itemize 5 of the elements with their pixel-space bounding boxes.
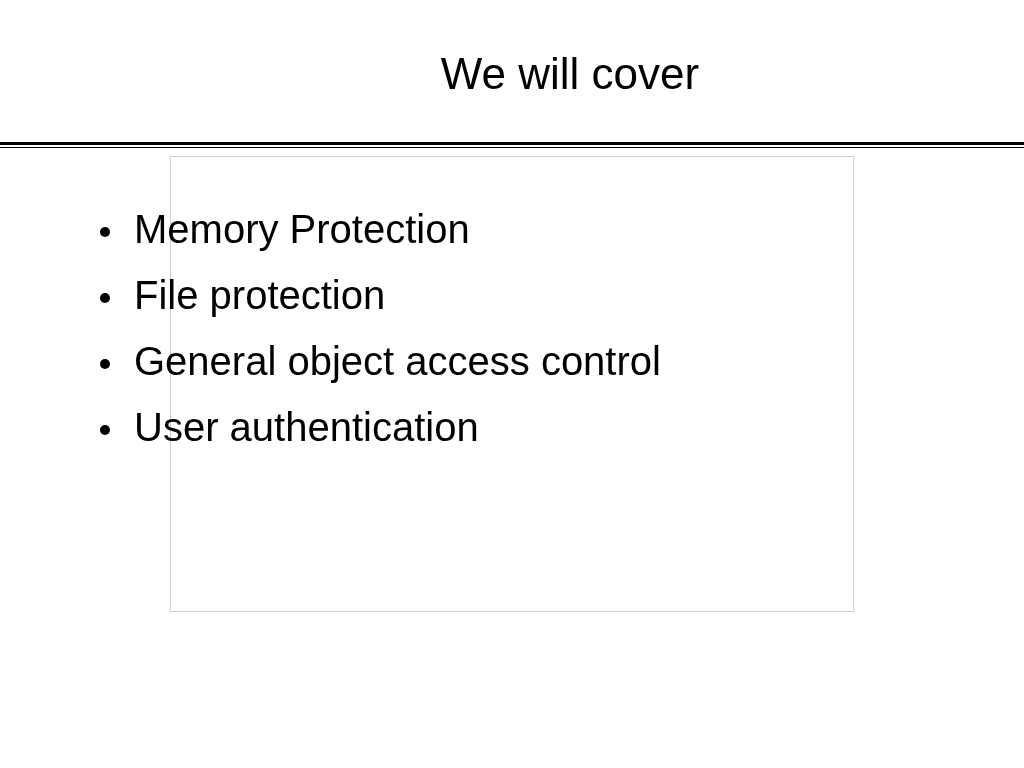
bullet-text: File protection (134, 273, 386, 317)
bullet-text: User authentication (134, 405, 479, 449)
slide-title: We will cover (439, 48, 701, 100)
bullet-text: General object access control (134, 339, 661, 383)
bullet-text: Memory Protection (134, 207, 470, 251)
